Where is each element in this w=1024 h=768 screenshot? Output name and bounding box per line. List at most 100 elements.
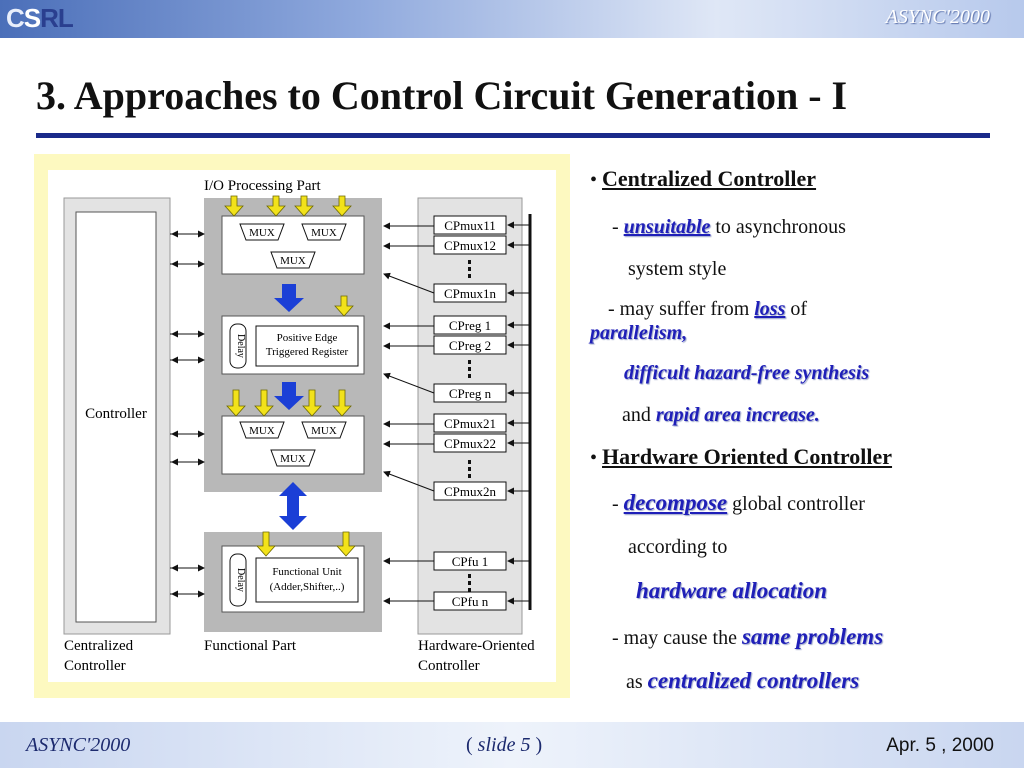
register-box: [255, 325, 359, 367]
cp-box-label: CPmux2n: [444, 484, 497, 499]
mux-2b: [301, 421, 347, 439]
cp-box-label: CPmux11: [444, 218, 496, 233]
bullet-hardware-sub1: - decompose global controller: [612, 490, 865, 515]
bullet-centralized-sub1-cont: system style: [628, 258, 727, 280]
connection-arrows: [170, 221, 530, 605]
svg-text:MUX: MUX: [280, 453, 306, 465]
bullet-centralized-sub1: - unsuitable to asynchronous: [612, 216, 846, 238]
delay-1: [229, 323, 247, 369]
yellow-arrow: [332, 389, 352, 417]
ellipsis-dot: [468, 367, 471, 371]
cp-box: [433, 235, 507, 255]
cp-box-label: CPreg n: [449, 386, 492, 401]
yellow-arrow: [336, 531, 356, 557]
footer-conference: ASYNC'2000: [26, 734, 131, 756]
bullet-centralized-sub4: and rapid area increase.: [622, 404, 820, 426]
footer-slide-number: ( slide 5 ): [466, 734, 543, 756]
cp-box-label: CPreg 2: [449, 338, 491, 353]
yellow-arrow: [334, 295, 354, 317]
cp-box: [433, 413, 507, 433]
cp-box: [433, 215, 507, 235]
slide-title: 3. Approaches to Control Circuit Generat…: [36, 73, 848, 118]
centralized-label-1: Centralized: [64, 638, 134, 654]
cp-box: [433, 315, 507, 335]
controller-label: Controller: [85, 406, 147, 422]
ellipsis-dot: [468, 460, 471, 464]
csrl-logo: CSRL: [6, 3, 74, 33]
mux-1c: [270, 251, 316, 269]
footer-date: Apr. 5 , 2000: [886, 735, 994, 756]
bullet-centralized: • Centralized Controller: [590, 166, 817, 191]
ellipsis-dot: [468, 467, 471, 471]
footer-bar: ASYNC'2000 ( slide 5 ) Apr. 5 , 2000: [0, 722, 1024, 768]
yellow-arrow: [226, 389, 246, 417]
svg-text:(Adder,Shifter,..): (Adder,Shifter,..): [270, 581, 345, 593]
yellow-arrow: [294, 195, 314, 217]
bullet-hardware-sub3: as centralized controllers: [626, 668, 860, 693]
yellow-arrow: [224, 195, 244, 217]
ellipsis-dot: [468, 260, 471, 264]
functional-unit-box: [255, 557, 359, 603]
cp-box: [433, 433, 507, 453]
ellipsis-dot: [468, 474, 471, 478]
header-conference: ASYNC'2000: [885, 6, 990, 28]
ellipsis-dot: [468, 360, 471, 364]
yellow-arrow: [254, 389, 274, 417]
ellipsis-dot: [468, 267, 471, 271]
svg-text:Functional Unit: Functional Unit: [272, 566, 341, 578]
header-bar: CSRL ASYNC'2000: [0, 0, 1024, 38]
diag-arrow: [383, 272, 435, 294]
centralized-label-2: Controller: [64, 658, 126, 674]
yellow-arrow: [302, 389, 322, 417]
diag-arrow: [383, 470, 435, 492]
blue-arrow: [274, 382, 304, 410]
bullet-hardware-sub2: - may cause the same problems: [612, 624, 884, 649]
bullet-hardware-sub1-cont: according to: [628, 536, 728, 558]
hw-oriented-label-1: Hardware-Oriented: [418, 638, 535, 654]
cp-box-label: CPmux1n: [444, 286, 497, 301]
bullet-hardware-sub1-cont2: hardware allocation: [636, 578, 828, 603]
cp-box-label: CPfu n: [452, 594, 489, 609]
svg-text:MUX: MUX: [249, 227, 275, 239]
architecture-diagram: Controller Centralized Controller I/O Pr…: [34, 154, 570, 698]
ellipsis-dots: [468, 260, 471, 592]
cp-box-label: CPreg 1: [449, 318, 491, 333]
svg-text:Triggered Register: Triggered Register: [266, 346, 349, 358]
bullet-centralized-sub2: - may suffer from loss of: [608, 298, 808, 320]
svg-text:MUX: MUX: [280, 255, 306, 267]
ellipsis-dot: [468, 574, 471, 578]
svg-text:Delay: Delay: [235, 568, 246, 592]
controller-box: [75, 211, 157, 623]
delay-2: [229, 553, 247, 607]
ellipsis-dot: [468, 374, 471, 378]
ellipsis-dot: [468, 274, 471, 278]
blue-bidir-arrow: [279, 482, 307, 530]
ellipsis-dot: [468, 588, 471, 592]
bullet-centralized-sub3: difficult hazard-free synthesis: [624, 362, 870, 384]
diag-arrow: [383, 372, 435, 394]
io-processing-label: I/O Processing Part: [204, 178, 321, 194]
cp-box-label: CPmux21: [444, 416, 496, 431]
cp-box-label: CPmux22: [444, 436, 496, 451]
ellipsis-dot: [468, 581, 471, 585]
yellow-arrow: [332, 195, 352, 217]
mux-2a: [239, 421, 285, 439]
hw-oriented-label-2: Controller: [418, 658, 480, 674]
cp-box-label: CPfu 1: [452, 554, 488, 569]
blue-arrow: [274, 284, 304, 312]
mux-1b: [301, 223, 347, 241]
mux-1a: [239, 223, 285, 241]
bullet-centralized-sub2-cont: parallelism,: [590, 322, 688, 344]
cp-box: [433, 335, 507, 355]
yellow-arrow: [256, 531, 276, 557]
yellow-arrow: [266, 195, 286, 217]
svg-text:MUX: MUX: [311, 425, 337, 437]
svg-text:Delay: Delay: [235, 334, 246, 358]
svg-text:MUX: MUX: [311, 227, 337, 239]
mux-2c: [270, 449, 316, 467]
svg-text:Positive Edge: Positive Edge: [277, 332, 338, 344]
svg-text:MUX: MUX: [249, 425, 275, 437]
bullet-hardware: • Hardware Oriented Controller: [590, 444, 893, 469]
title-underline: [36, 133, 990, 138]
